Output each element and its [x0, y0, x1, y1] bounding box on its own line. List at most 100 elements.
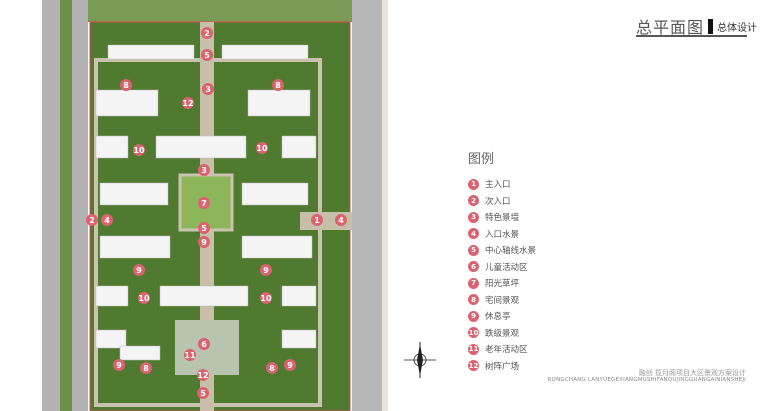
map-marker-badge [201, 27, 213, 39]
map-marker-badge [138, 292, 150, 304]
residential-building [99, 235, 171, 259]
map-marker: 5 [197, 387, 209, 399]
north-arrow-icon [404, 342, 436, 378]
page-header: 总平面图 总体设计 [636, 14, 757, 38]
legend-label: 休息亭 [485, 312, 511, 323]
map-marker: 5 [198, 222, 210, 234]
left-road-green-strip [60, 0, 72, 411]
legend-number-badge: 8 [468, 294, 479, 306]
map-marker-label: 9 [201, 238, 207, 247]
residential-building [247, 89, 311, 117]
map-marker-label: 5 [204, 51, 210, 60]
residential-building [155, 135, 247, 159]
top-area [88, 0, 352, 22]
legend-label: 中心轴线水景 [485, 246, 537, 257]
map-marker: 5 [201, 49, 213, 61]
legend-number-badge: 5 [468, 244, 479, 256]
buildings [95, 44, 317, 361]
legend-label: 跌级景观 [485, 328, 520, 339]
residential-building [241, 182, 309, 206]
map-marker-label: 8 [275, 81, 281, 90]
map-marker-label: 1 [314, 216, 320, 225]
map-marker-badge [201, 49, 213, 61]
legend-label: 老年活动区 [485, 345, 528, 356]
residential-building [159, 285, 249, 307]
legend-item: 4 入口水景 [468, 226, 536, 243]
residential-building [95, 89, 159, 117]
map-marker-label: 9 [263, 266, 269, 275]
legend-number-badge: 3 [468, 211, 479, 223]
map-marker: 10 [260, 292, 272, 304]
map-marker-badge [198, 338, 210, 350]
map-marker: 3 [198, 164, 210, 176]
right-road-green-strip [382, 0, 388, 411]
map-marker: 4 [335, 214, 347, 226]
map-marker-label: 2 [89, 216, 95, 225]
map-marker-badge [197, 387, 209, 399]
page-subtitle: 总体设计 [717, 22, 758, 34]
map-marker: 8 [272, 79, 284, 91]
map-marker-badge [335, 214, 347, 226]
map-marker: 10 [138, 292, 150, 304]
map-marker: 8 [140, 362, 152, 374]
footer-project-name: 融创 揽月阁项目大区景观方案设计 [638, 369, 746, 377]
map-marker-label: 8 [123, 81, 129, 90]
legend-number-badge: 4 [468, 228, 479, 240]
map-marker-badge [198, 164, 210, 176]
map-marker: 9 [133, 264, 145, 276]
map-marker: 11 [184, 349, 196, 361]
map-marker-badge [256, 142, 268, 154]
map-marker-label: 10 [260, 294, 272, 303]
map-marker: 4 [101, 214, 113, 226]
residential-building [99, 182, 169, 206]
map-marker-label: 4 [104, 216, 110, 225]
legend-item: 10 跌级景观 [468, 325, 536, 342]
residential-building [281, 135, 317, 159]
map-marker-label: 9 [287, 361, 293, 370]
map-marker-badge [284, 359, 296, 371]
map-marker-label: 8 [269, 364, 275, 373]
map-marker-badge [133, 264, 145, 276]
map-marker-badge [101, 214, 113, 226]
page-title: 总平面图 [636, 18, 705, 37]
map-marker: 2 [201, 27, 213, 39]
legend-label: 入口水景 [485, 229, 520, 240]
legend-number-badge: 12 [468, 360, 479, 372]
legend-label: 次入口 [485, 196, 511, 207]
map-marker-label: 5 [200, 389, 206, 398]
right-road [352, 0, 382, 411]
legend-number-badge: 1 [468, 178, 479, 190]
legend-number-badge: 6 [468, 261, 479, 273]
map-marker: 8 [266, 362, 278, 374]
footer-project-name-en: RONGCHANG LANYUEGEXIANGMUSHIFANQUJINGGUA… [547, 377, 746, 383]
legend-number-badge: 9 [468, 310, 479, 322]
title-divider-block [708, 18, 714, 34]
map-marker-label: 9 [136, 266, 142, 275]
map-marker-label: 6 [201, 340, 207, 349]
residential-building [241, 235, 313, 259]
map-marker: 10 [256, 142, 268, 154]
residential-building [221, 44, 309, 60]
map-marker: 3 [202, 83, 214, 95]
legend-item: 9 休息亭 [468, 308, 536, 325]
map-marker-badge [198, 197, 210, 209]
legend-title: 图例 [468, 152, 495, 167]
map-marker-badge [260, 264, 272, 276]
map-marker-label: 10 [256, 144, 268, 153]
map-marker-label: 8 [143, 364, 149, 373]
map-marker-badge [113, 359, 125, 371]
legend-label: 阳光草坪 [485, 279, 520, 290]
map-marker-badge [260, 292, 272, 304]
residential-building [95, 329, 127, 349]
map-marker: 8 [120, 79, 132, 91]
map-marker-badge [272, 79, 284, 91]
map-marker-label: 2 [204, 29, 210, 38]
legend-number-badge: 10 [468, 327, 479, 339]
